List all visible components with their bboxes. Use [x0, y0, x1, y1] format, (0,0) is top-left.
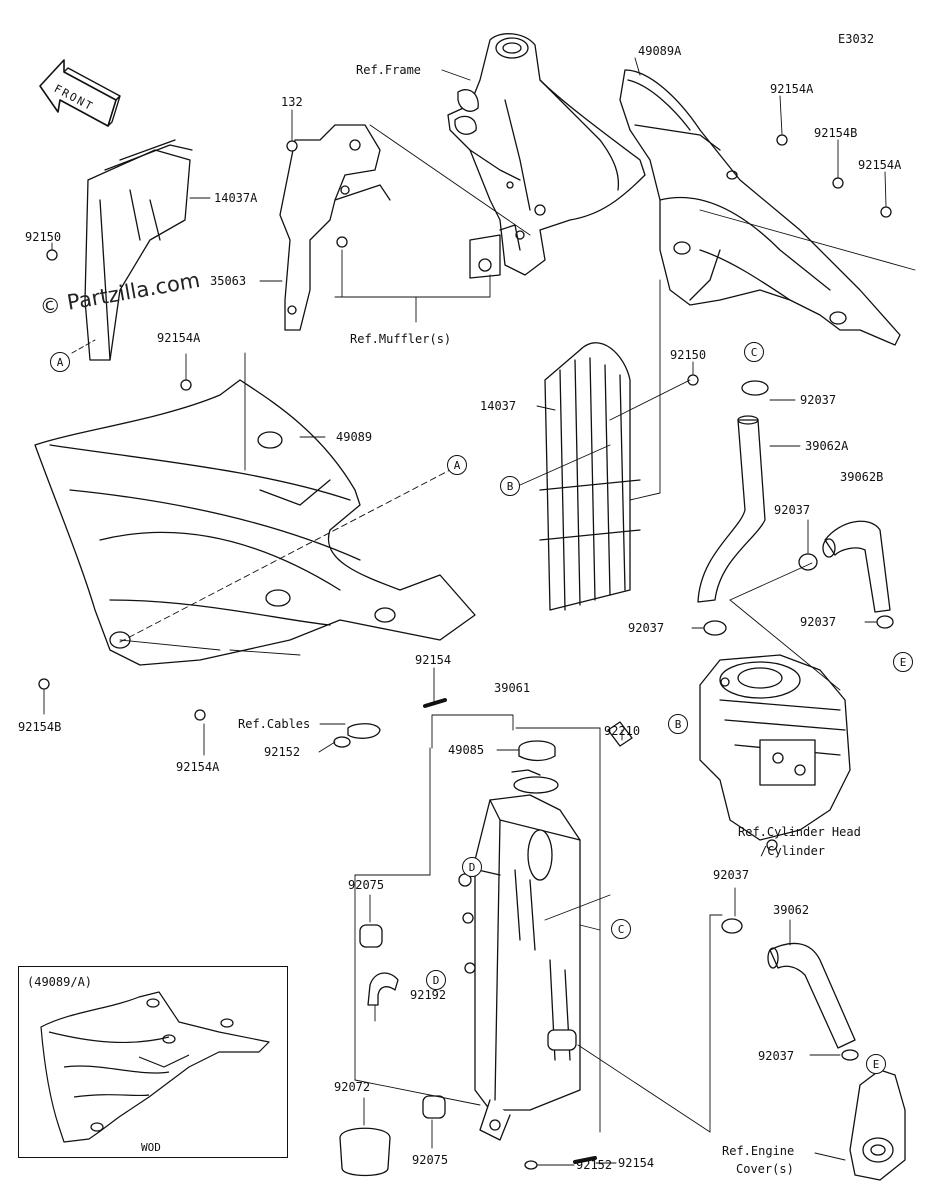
- label-92150-2: 92150: [670, 348, 707, 362]
- label-92154-1: 92154: [415, 653, 452, 667]
- label-92210: 92210: [604, 724, 641, 738]
- inset-shroud-drawing: [40, 991, 270, 1143]
- label-35063: 35063: [210, 274, 247, 288]
- hose-39062B-drawing: [822, 520, 891, 613]
- label-92192: 92192: [410, 988, 447, 1002]
- label-92154B-2: 92154B: [18, 720, 62, 734]
- label-ref-cables: Ref.Cables: [238, 717, 311, 731]
- label-ref-cylinder-head: Ref.Cylinder Head: [738, 825, 861, 839]
- front-arrow-icon: [39, 59, 121, 127]
- inset-caption: WOD: [141, 1141, 161, 1154]
- radiator-guard-14037-drawing: [539, 342, 641, 611]
- label-14037: 14037: [480, 399, 517, 413]
- label-132: 132: [281, 95, 303, 109]
- label-49089A: 49089A: [638, 44, 682, 58]
- callout-c-2: C: [611, 919, 631, 939]
- shroud-49089A-drawing: [619, 69, 901, 346]
- label-49089: 49089: [336, 430, 373, 444]
- callout-b-1: B: [500, 476, 520, 496]
- label-92037-2: 92037: [774, 503, 811, 517]
- label-ref-engine-cover: Cover(s): [736, 1162, 794, 1176]
- label-92037-1: 92037: [800, 393, 837, 407]
- callout-e-2: E: [866, 1054, 886, 1074]
- bracket-35063-drawing: [279, 124, 501, 331]
- shroud-49089-drawing: [34, 379, 476, 666]
- radiator-39061-drawing: [458, 769, 581, 1141]
- label-39062A: 39062A: [805, 439, 849, 453]
- label-92152-1: 92152: [264, 745, 301, 759]
- label-92075-1: 92075: [348, 878, 385, 892]
- radiator-cap-49085-drawing: [518, 740, 556, 762]
- label-92154A-1: 92154A: [770, 82, 814, 96]
- hose-39062-drawing: [767, 942, 856, 1049]
- label-92152-2: 92152: [576, 1158, 613, 1172]
- cylinder-head-drawing: [699, 654, 851, 851]
- inset-title: (49089/A): [27, 975, 93, 989]
- label-92154A-4: 92154A: [176, 760, 220, 774]
- clamp-icons: [703, 380, 894, 1061]
- label-92037-4: 92037: [800, 615, 837, 629]
- label-39062B: 39062B: [840, 470, 884, 484]
- label-92154-2: 92154: [618, 1156, 655, 1170]
- label-92154A-2: 92154A: [858, 158, 902, 172]
- inset-box: (49089/A) WOD: [18, 966, 288, 1158]
- hose-39062A-drawing: [697, 415, 766, 603]
- label-39061: 39061: [494, 681, 531, 695]
- callout-d-2: D: [426, 970, 446, 990]
- label-92072: 92072: [334, 1080, 371, 1094]
- engine-cover-drawing: [849, 1069, 906, 1181]
- leader-lines: [43, 57, 916, 1166]
- label-39062: 39062: [773, 903, 810, 917]
- label-14037A: 14037A: [214, 191, 258, 205]
- callout-a-1: A: [50, 352, 70, 372]
- label-92075-2: 92075: [412, 1153, 449, 1167]
- callout-e-1: E: [893, 652, 913, 672]
- label-49085: 49085: [448, 743, 485, 757]
- shroud-14037A-drawing: [84, 139, 193, 361]
- diagram-code: E3032: [838, 32, 875, 46]
- label-ref-frame: Ref.Frame: [356, 63, 422, 77]
- label-92037-6: 92037: [758, 1049, 795, 1063]
- label-92154A-3: 92154A: [157, 331, 201, 345]
- small-parts-drawing: [333, 698, 633, 1177]
- label-92037-3: 92037: [628, 621, 665, 635]
- label-ref-engine: Ref.Engine: [722, 1144, 795, 1158]
- callout-d-1: D: [462, 857, 482, 877]
- label-ref-cylinder: /Cylinder: [760, 844, 826, 858]
- label-92037-5: 92037: [713, 868, 750, 882]
- callout-b-2: B: [668, 714, 688, 734]
- callout-a-2: A: [447, 455, 467, 475]
- label-ref-mufflers: Ref.Muffler(s): [350, 332, 452, 346]
- label-92154B-1: 92154B: [814, 126, 858, 140]
- label-92150-1: 92150: [25, 230, 62, 244]
- callout-c-1: C: [744, 342, 764, 362]
